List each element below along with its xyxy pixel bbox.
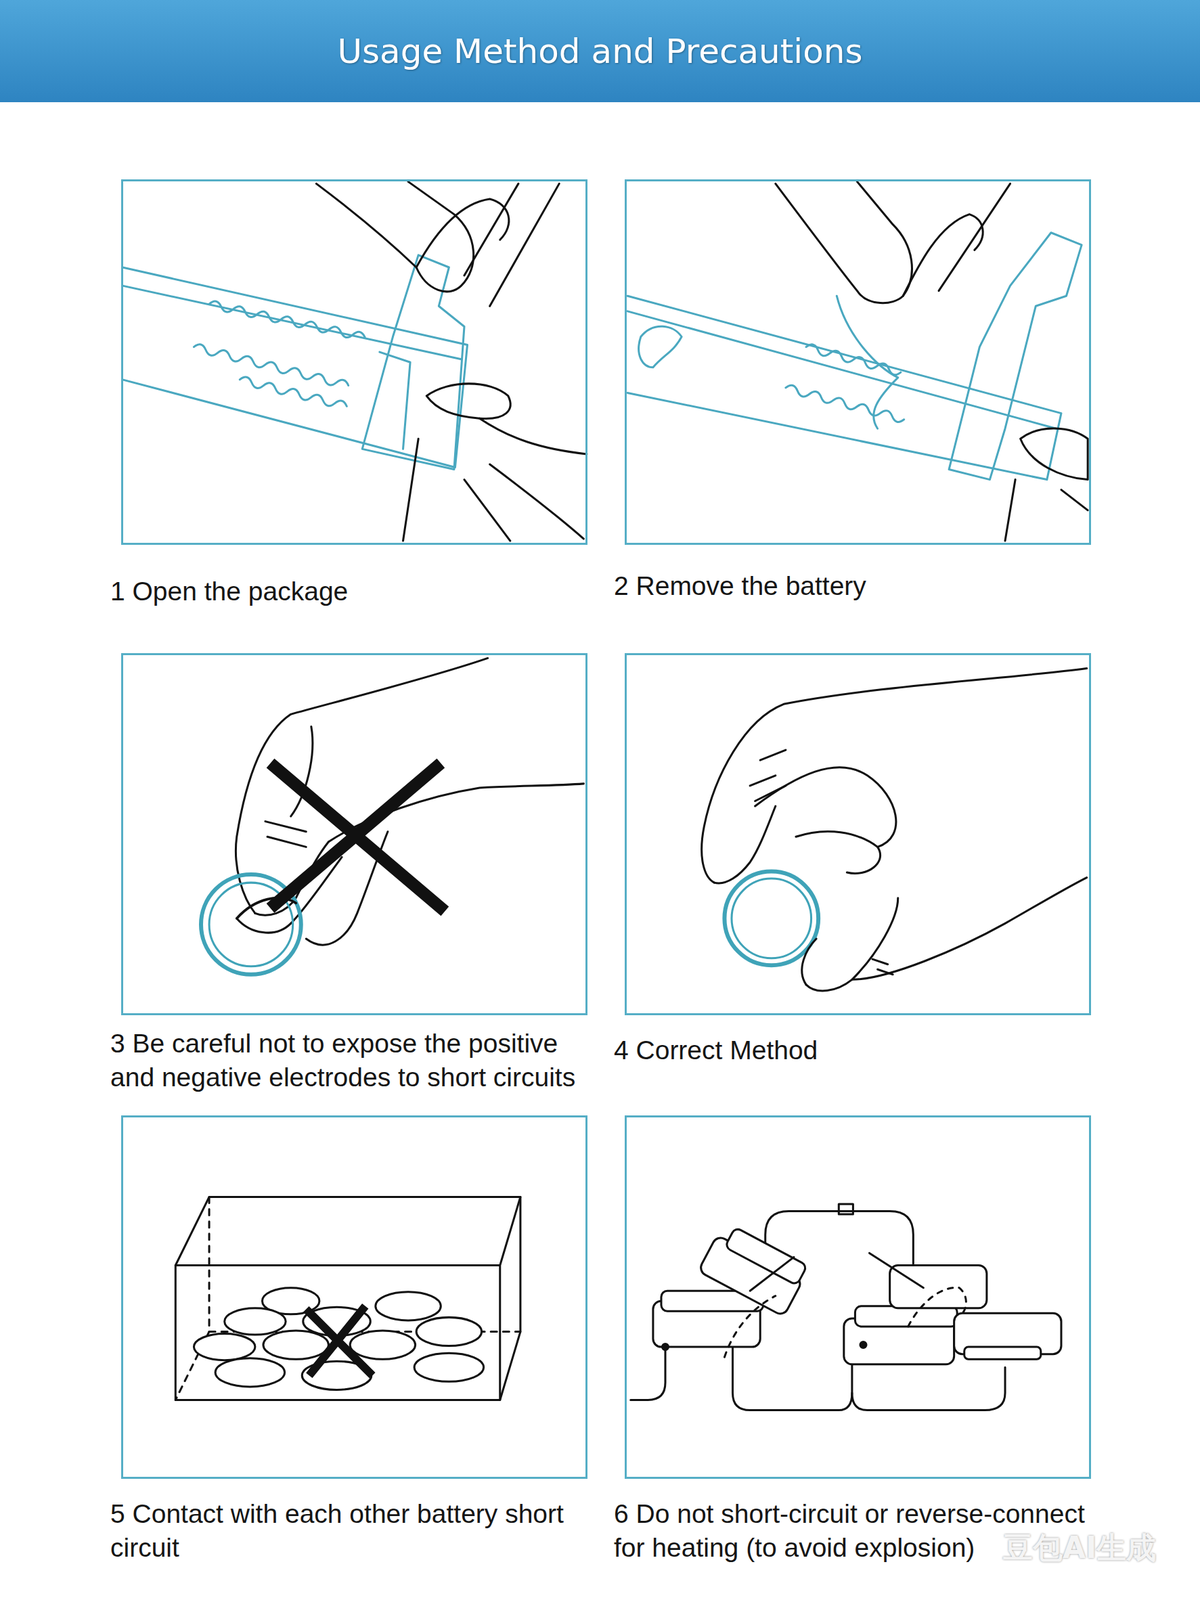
instruction-panel: 6 Do not short-circuit or reverse-connec… [613, 1115, 1112, 1572]
drawing-stroke [731, 878, 812, 959]
drawing-stroke [349, 1330, 415, 1360]
drawing-stroke [235, 657, 488, 914]
instruction-panel: 1 Open the package [110, 179, 608, 650]
drawing-stroke [316, 181, 474, 292]
drawing-stroke [964, 1346, 1041, 1360]
drawing-stroke [630, 1346, 666, 1400]
drawing-stroke [403, 438, 419, 541]
instruction-panel: 5 Contact with each other battery short … [110, 1115, 608, 1572]
drawing-stroke [414, 1352, 484, 1382]
drawing-stroke [464, 183, 519, 276]
drawing-stroke [749, 1256, 794, 1291]
drawing-stroke [490, 464, 585, 539]
drawing-stroke [852, 1367, 1006, 1410]
panel-frame [624, 1115, 1092, 1479]
drawing-stroke [872, 959, 893, 975]
drawing-stroke [749, 749, 786, 801]
drawing-stroke [724, 871, 819, 966]
drawing-stroke [802, 938, 817, 985]
drawing-stroke [1061, 490, 1088, 511]
drawing-stroke [806, 898, 899, 991]
panel-caption: 5 Contact with each other battery short … [110, 1497, 602, 1565]
drawing-stroke [938, 183, 1011, 291]
drawing-stroke [1020, 428, 1089, 480]
remove-battery-illustration [627, 181, 1088, 541]
drawing-stroke [852, 877, 1087, 981]
panel-frame [624, 653, 1092, 1016]
drawing-stroke [416, 1317, 482, 1346]
drawing-stroke [724, 1296, 775, 1358]
drawing-stroke [175, 1196, 521, 1400]
drawing-stroke [270, 763, 446, 912]
drawing-stroke [724, 1227, 808, 1286]
drawing-stroke [775, 181, 913, 303]
panel-caption: 3 Be careful not to expose the positive … [110, 1026, 602, 1094]
drawing-stroke [638, 326, 682, 368]
drawing-stroke [869, 1252, 924, 1288]
drawing-stroke [948, 232, 1082, 480]
drawing-stroke [890, 1264, 987, 1308]
panel-caption: 1 Open the package [110, 574, 602, 609]
drawing-stroke [122, 267, 468, 468]
wrong-grip-illustration [201, 657, 584, 974]
panel-frame [624, 179, 1092, 545]
drawing-stroke [193, 1334, 255, 1361]
drawing-stroke [701, 668, 1087, 884]
instruction-panel: 2 Remove the battery [613, 179, 1112, 644]
battery-box-illustration [175, 1196, 521, 1400]
drawing-stroke [755, 767, 897, 848]
drawing-stroke [426, 383, 511, 419]
drawing-stroke [627, 295, 1062, 480]
drawing-stroke [305, 1306, 373, 1376]
panel-frame [121, 179, 588, 545]
drawing-stroke [479, 418, 587, 455]
instruction-panel: 3 Be careful not to expose the positive … [110, 653, 608, 1102]
title-text: Usage Method and Precautions [337, 31, 863, 72]
drawing-stroke [193, 1287, 484, 1391]
instruction-panel: 4 Correct Method [613, 653, 1112, 1108]
drawing-stroke [215, 1358, 285, 1387]
drawing-stroke [375, 1292, 441, 1321]
watermark: 豆包AI生成 [1003, 1528, 1157, 1569]
short-circuit-illustration [630, 1204, 1062, 1411]
drawing-stroke [224, 1308, 286, 1335]
drawing-stroke [464, 479, 511, 541]
drawing-stroke [122, 285, 462, 360]
drawing-stroke [175, 1196, 521, 1400]
drawing-stroke [860, 1342, 867, 1349]
drawing-stroke [263, 1330, 329, 1360]
drawing-stroke [490, 183, 560, 306]
drawing-stroke [238, 375, 348, 411]
drawing-stroke [661, 1344, 669, 1351]
open-package-illustration [122, 181, 587, 541]
panel-frame [121, 1115, 588, 1479]
drawing-stroke [732, 1346, 852, 1410]
panel-caption: 2 Remove the battery [613, 569, 1105, 604]
drawing-stroke [838, 1204, 853, 1215]
panel-caption: 4 Correct Method [613, 1033, 1105, 1068]
drawing-stroke [653, 1227, 1062, 1365]
drawing-stroke [265, 821, 306, 848]
drawing-stroke [836, 295, 898, 429]
correct-grip-illustration [701, 668, 1087, 991]
drawing-stroke [795, 831, 881, 874]
drawing-stroke [627, 311, 1056, 429]
drawing-stroke [208, 299, 367, 342]
title-bar: Usage Method and Precautions [0, 0, 1200, 103]
drawing-stroke [908, 1287, 967, 1326]
drawing-stroke [416, 198, 509, 268]
drawing-stroke [379, 351, 411, 449]
drawing-stroke [1005, 479, 1016, 541]
drawing-stroke [362, 255, 465, 470]
panel-frame [121, 653, 588, 1016]
